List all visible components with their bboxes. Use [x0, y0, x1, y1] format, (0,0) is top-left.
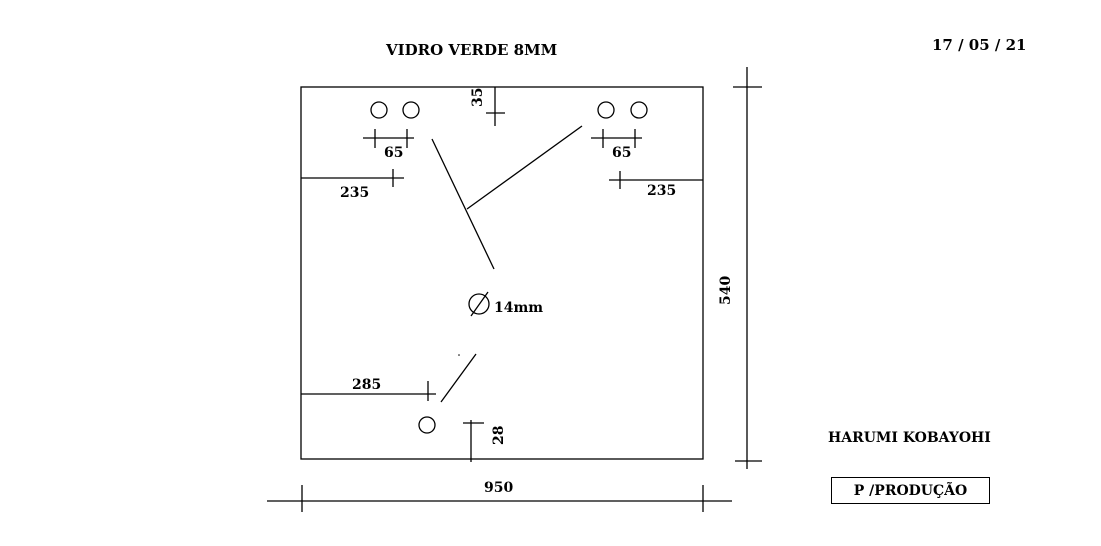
hole-top-left-1 — [370, 101, 388, 119]
dimension-235-left-label: 235 — [340, 185, 369, 201]
dimension-540-label: 540 — [718, 276, 734, 305]
dimension-285 — [301, 381, 436, 401]
dimension-285-label: 285 — [352, 377, 381, 393]
dimension-65-right — [591, 129, 642, 148]
glass-panel-outline — [300, 86, 704, 460]
dimension-35-label: 35 — [470, 88, 486, 107]
production-stamp-label: P /PRODUÇÃO — [853, 482, 968, 499]
author-name: HARUMI KOBAYOHI — [828, 430, 991, 446]
dimension-35 — [486, 87, 505, 126]
dimension-28 — [463, 420, 484, 462]
dimension-235-left — [301, 169, 404, 187]
production-stamp: P /PRODUÇÃO — [831, 477, 990, 504]
dimension-235-right — [609, 171, 703, 189]
diameter-symbol-icon — [468, 291, 490, 317]
dimension-950 — [267, 485, 732, 512]
glass-spec-title: VIDRO VERDE 8MM — [385, 41, 557, 59]
hole-top-right-1 — [597, 101, 615, 119]
dimension-235-right-label: 235 — [647, 183, 676, 199]
hole-top-left-2 — [402, 101, 420, 119]
bottom-leader-line — [440, 353, 477, 403]
leader-lines — [431, 125, 583, 270]
dimension-65-left — [363, 129, 414, 148]
dimension-950-label: 950 — [484, 480, 513, 496]
dimension-65-left-label: 65 — [384, 145, 403, 161]
hole-top-right-2 — [630, 101, 648, 119]
dimension-65-right-label: 65 — [612, 145, 631, 161]
hole-bottom — [418, 416, 436, 434]
dimension-28-label: 28 — [491, 426, 507, 445]
drawing-date: 17 / 05 / 21 — [932, 36, 1026, 54]
dimension-540 — [733, 67, 762, 469]
hole-diameter-label: 14mm — [494, 300, 543, 316]
